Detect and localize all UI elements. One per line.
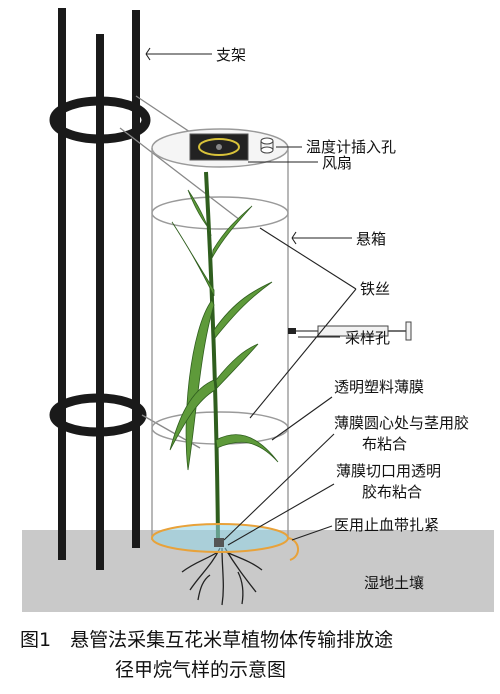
plant	[169, 171, 279, 541]
bracket-ring-top	[49, 96, 151, 144]
label-wetland-soil: 湿地土壤	[364, 574, 424, 592]
label-plastic-film: 透明塑料薄膜	[334, 378, 424, 396]
label-iron-wire: 铁丝	[360, 280, 390, 298]
suspension-arm	[135, 95, 197, 137]
label-film-center-2: 布粘合	[362, 435, 407, 453]
tourniquet-band	[287, 537, 299, 561]
label-film-cut-1: 薄膜切口用透明	[336, 462, 441, 480]
fan-icon	[189, 133, 249, 161]
label-thermometer-port: 温度计插入孔	[306, 138, 396, 156]
caption-line-2: 径甲烷气样的示意图	[115, 659, 286, 681]
label-tourniquet: 医用止血带扎紧	[334, 516, 439, 534]
suspension-arm	[119, 127, 241, 221]
label-sampling-port: 采样孔	[345, 329, 390, 347]
label-film-center-1: 薄膜圆心处与茎用胶	[334, 414, 469, 432]
wire-ring-top	[151, 196, 289, 230]
label-bracket: 支架	[216, 46, 246, 64]
label-film-cut-2: 胶布粘合	[362, 483, 422, 501]
thermometer-port-icon	[260, 137, 274, 154]
label-hanging-box: 悬箱	[356, 230, 386, 248]
label-fan: 风扇	[322, 154, 352, 172]
leader-lines	[145, 47, 357, 546]
caption-line-1: 图1 悬管法采集互花米草植物体传输排放途	[20, 629, 393, 651]
syringe-icon	[288, 321, 412, 341]
stem-tape	[214, 538, 224, 547]
